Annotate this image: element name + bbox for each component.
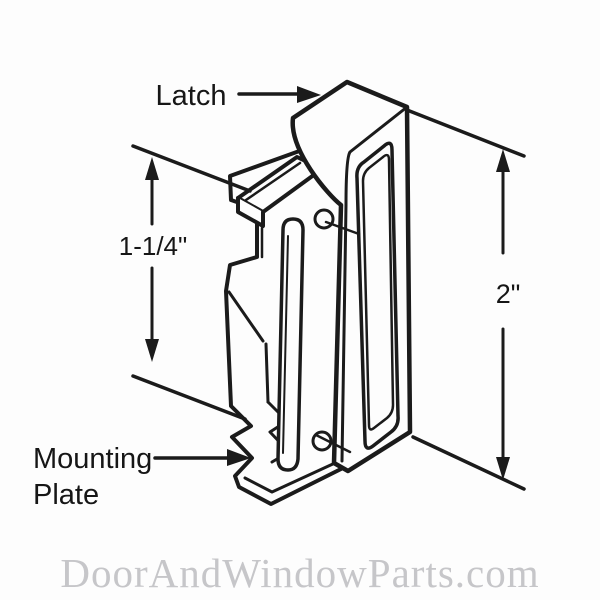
screw-tick-upper <box>324 220 361 236</box>
dimension-plate-span-text: 1-1/4" <box>119 231 188 261</box>
arrowhead-up-icon <box>145 157 159 180</box>
dimension-latch-height: 2" <box>405 108 526 491</box>
latch-fold-line <box>340 105 409 463</box>
screw-hole-upper <box>313 208 335 230</box>
mounting-plate-label-line1: Mounting <box>33 443 152 475</box>
arrowhead-right-icon <box>297 86 321 103</box>
latch-outline <box>290 79 413 474</box>
arrowhead-down-icon <box>145 339 159 362</box>
latch-label: Latch <box>156 80 227 112</box>
extension-line-top-right <box>405 108 526 158</box>
watermark-text: DoorAndWindowParts.com <box>60 550 539 596</box>
arrowhead-down-icon <box>496 457 510 480</box>
dimension-plate-span: 1-1/4" <box>119 144 252 421</box>
arrowhead-right-icon <box>227 449 251 466</box>
mounting-plate-label-line2: Plate <box>33 479 99 511</box>
arrowhead-up-icon <box>496 149 510 172</box>
latch-callout: Latch <box>156 80 321 112</box>
latch-body <box>290 79 413 474</box>
screw-tick-lower <box>314 433 352 454</box>
plate-slot <box>276 217 305 472</box>
extension-line-bottom-left <box>131 374 247 421</box>
mounting-plate-callout: Mounting Plate <box>33 443 251 511</box>
extension-line-top-left <box>131 144 252 193</box>
latch-recess <box>355 141 400 450</box>
dimension-latch-height-text: 2" <box>496 279 521 309</box>
extension-line-bottom-right <box>411 435 526 491</box>
